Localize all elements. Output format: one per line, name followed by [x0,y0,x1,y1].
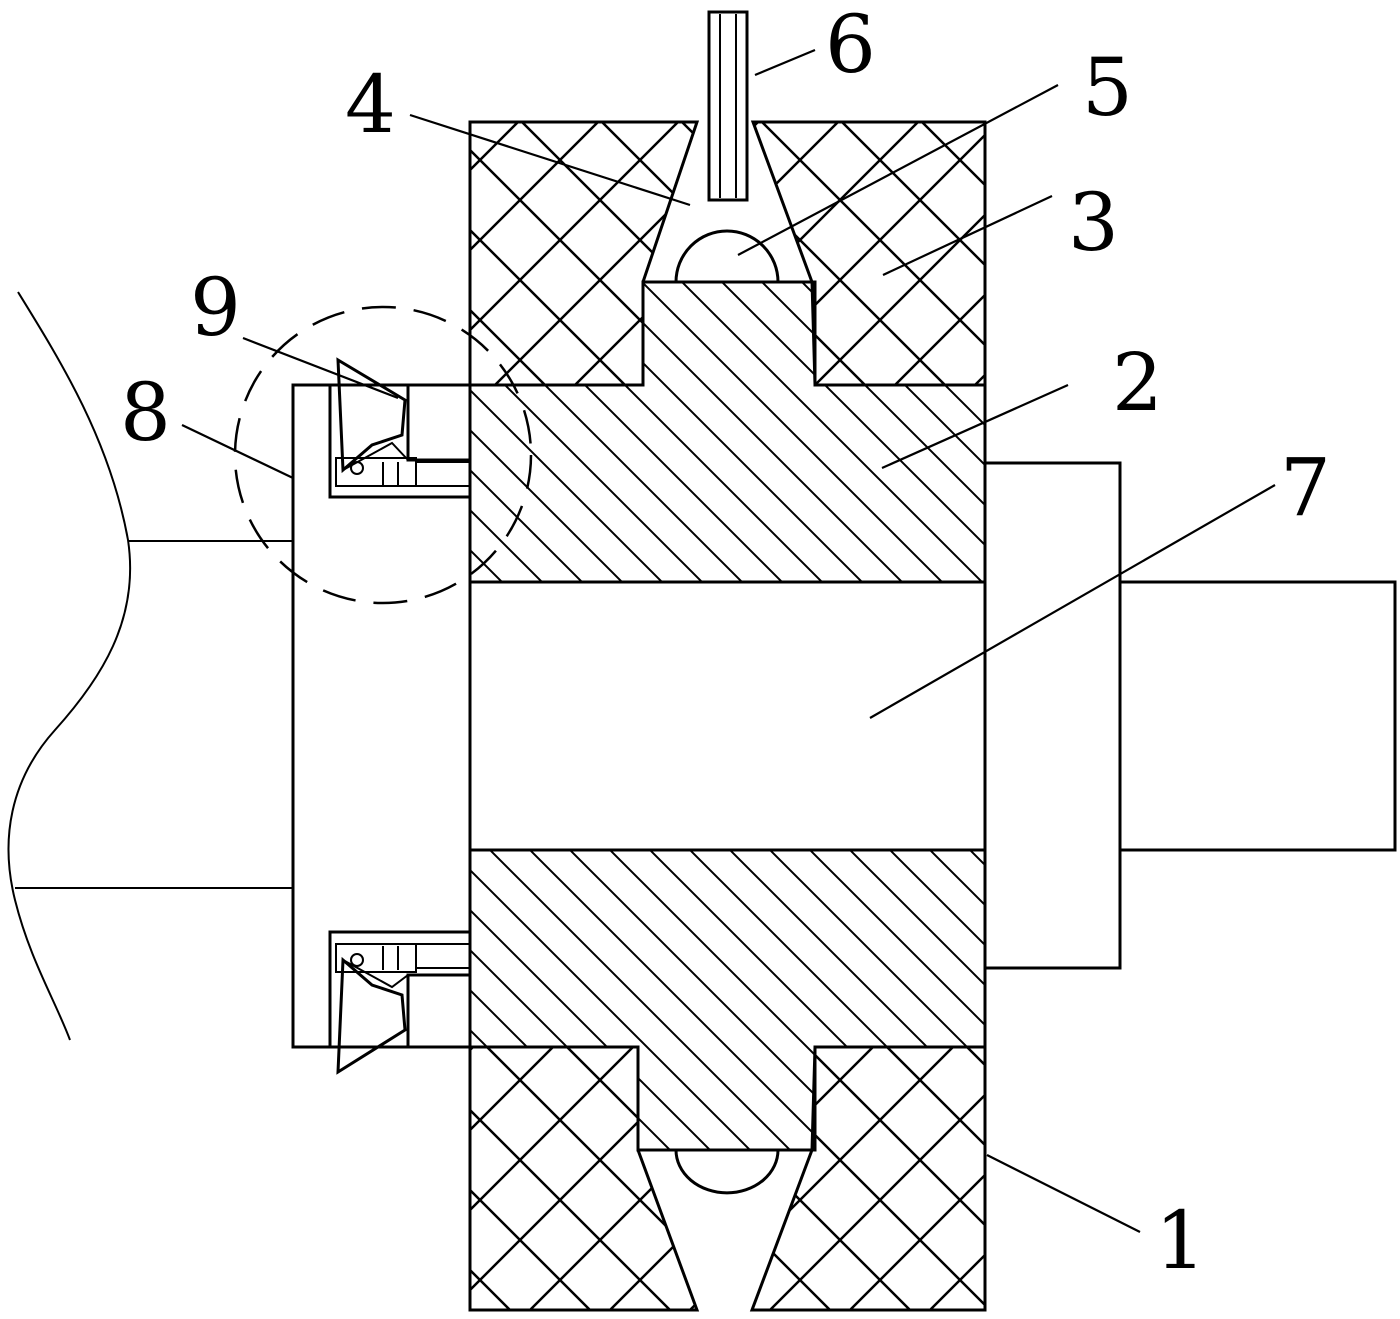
label-1: 1 [1155,1194,1206,1287]
ball-5-top [674,229,780,283]
label-6: 6 [825,0,876,91]
label-3: 3 [1068,176,1119,269]
housing-wall [7,291,293,1041]
seal-bottom [328,930,470,1075]
label-7: 7 [1280,441,1331,534]
leader-lines [181,48,1276,1233]
seal-9-top [328,357,470,499]
outer-body-bottom [468,1045,987,1312]
pin-6 [707,10,749,202]
shaft-7 [470,461,1397,970]
label-4: 4 [345,58,396,151]
outer-body-top [468,120,987,387]
label-8: 8 [120,366,171,459]
label-9: 9 [190,261,241,354]
ball-bottom [674,1149,780,1195]
part-labels: 6 4 5 3 9 2 8 7 1 [120,0,1331,1287]
detail-circle [233,305,533,605]
end-cap-8 [291,383,472,1049]
label-5: 5 [1082,41,1133,134]
label-2: 2 [1112,336,1163,429]
